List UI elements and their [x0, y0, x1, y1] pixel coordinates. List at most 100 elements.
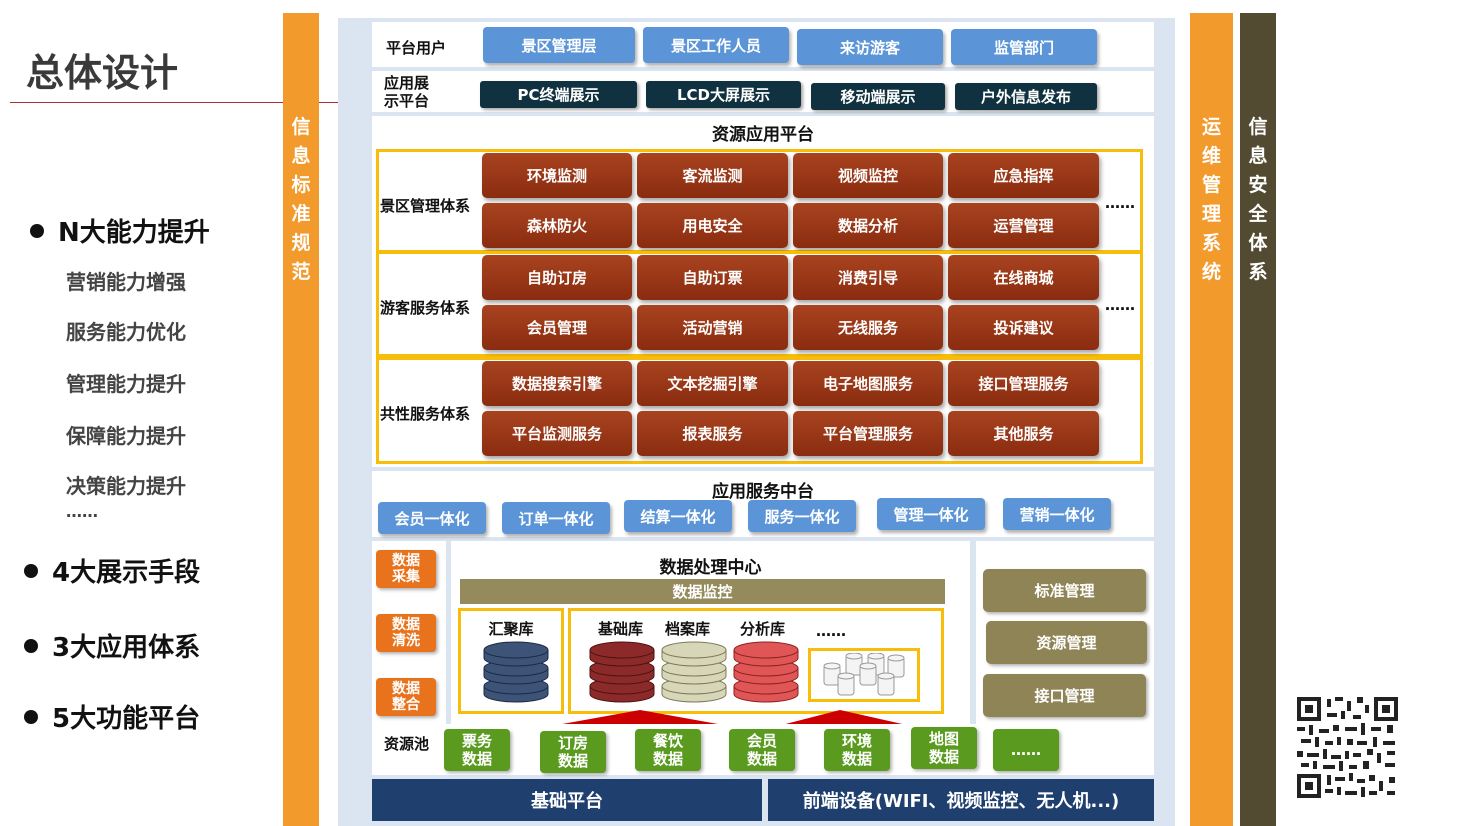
service-flow-monitor[interactable]: 客流监测	[637, 153, 788, 198]
interface-management[interactable]: 接口管理	[983, 674, 1146, 717]
service-wireless[interactable]: 无线服务	[793, 305, 943, 350]
display-mobile[interactable]: 移动端展示	[811, 83, 945, 110]
bar-char: 规	[291, 232, 311, 254]
sub-item: 决策能力提升	[66, 474, 186, 498]
library-label-basic: 基础库	[598, 620, 644, 638]
aggregate-library-box	[458, 608, 564, 714]
pool-line: 餐饮	[652, 732, 683, 750]
resource-management[interactable]: 资源管理	[986, 621, 1147, 664]
info-security-label: 信 息 安 全 体 系	[1240, 13, 1276, 287]
bullet-function-platform: 5大功能平台	[24, 698, 200, 735]
divider	[970, 541, 976, 724]
user-visitors[interactable]: 来访游客	[797, 29, 943, 65]
middle-service[interactable]: 服务一体化	[748, 500, 856, 532]
divider	[446, 541, 451, 724]
user-regulator[interactable]: 监管部门	[951, 29, 1097, 65]
pool-env-data[interactable]: 环境数据	[824, 729, 890, 771]
service-other[interactable]: 其他服务	[948, 411, 1099, 456]
service-data-search-engine[interactable]: 数据搜索引擎	[482, 361, 632, 406]
database-icon	[733, 641, 799, 703]
service-member-management[interactable]: 会员管理	[482, 305, 632, 350]
middle-management[interactable]: 管理一体化	[877, 498, 985, 530]
service-self-booking-room[interactable]: 自助订房	[482, 255, 632, 300]
middle-member[interactable]: 会员一体化	[378, 502, 486, 534]
bar-char: 系	[1248, 261, 1268, 283]
pool-line: 环境	[841, 732, 872, 750]
pool-line: 票务	[461, 732, 492, 750]
frontend-devices[interactable]: 前端设备(WIFI、视频监控、无人机...)	[768, 779, 1154, 821]
data-monitor-bar[interactable]: 数据监控	[460, 579, 945, 604]
service-consumption-guide[interactable]: 消费引导	[793, 255, 943, 300]
user-scenic-staff[interactable]: 景区工作人员	[643, 27, 789, 63]
pool-ticket-data[interactable]: 票务数据	[444, 729, 510, 771]
bullet-label: 3大应用体系	[52, 633, 201, 663]
service-interface-management[interactable]: 接口管理服务	[948, 361, 1099, 406]
bar-char: 息	[1248, 145, 1268, 167]
step-line: 数据	[392, 553, 420, 569]
aggregate-library-label: 汇聚库	[488, 620, 534, 638]
display-pc[interactable]: PC终端展示	[480, 81, 637, 108]
service-fire-prevention[interactable]: 森林防火	[482, 203, 632, 248]
pool-member-data[interactable]: 会员数据	[729, 729, 795, 771]
service-online-mall[interactable]: 在线商城	[948, 255, 1099, 300]
pool-line: 数据	[461, 750, 492, 768]
service-self-booking-ticket[interactable]: 自助订票	[637, 255, 788, 300]
pool-line: 会员	[746, 732, 777, 750]
service-text-mining-engine[interactable]: 文本挖掘引擎	[637, 361, 788, 406]
pool-more[interactable]: ……	[993, 729, 1059, 771]
step-clean[interactable]: 数据清洗	[376, 614, 436, 652]
display-lcd[interactable]: LCD大屏展示	[646, 81, 801, 108]
step-integrate[interactable]: 数据整合	[376, 678, 436, 716]
step-line: 清洗	[392, 633, 420, 649]
bar-char: 全	[1248, 203, 1268, 225]
service-operation-management[interactable]: 运营管理	[948, 203, 1099, 248]
pool-room-data[interactable]: 订房数据	[540, 731, 606, 773]
libraries-box	[568, 608, 944, 714]
base-platform[interactable]: 基础平台	[372, 779, 762, 821]
database-icon	[483, 641, 549, 703]
group-label: 景区管理体系	[380, 197, 471, 215]
middle-order[interactable]: 订单一体化	[502, 502, 610, 534]
service-platform-management[interactable]: 平台管理服务	[793, 411, 943, 456]
service-platform-monitor[interactable]: 平台监测服务	[482, 411, 632, 456]
server-cluster-box	[808, 648, 920, 702]
visitor-service-group	[376, 251, 1143, 357]
bar-char: 信	[291, 116, 311, 138]
pool-dining-data[interactable]: 餐饮数据	[635, 729, 701, 771]
service-video-surveillance[interactable]: 视频监控	[793, 153, 943, 198]
bar-char: 息	[291, 145, 311, 167]
user-scenic-management[interactable]: 景区管理层	[483, 27, 635, 63]
service-power-safety[interactable]: 用电安全	[637, 203, 788, 248]
bar-char: 理	[1201, 203, 1221, 225]
bullet-label: 5大功能平台	[52, 704, 201, 734]
sub-item: 营销能力增强	[66, 270, 186, 294]
display-outdoor[interactable]: 户外信息发布	[955, 83, 1097, 110]
service-emergency-command[interactable]: 应急指挥	[948, 153, 1099, 198]
service-e-map[interactable]: 电子地图服务	[793, 361, 943, 406]
bar-char: 统	[1201, 261, 1221, 283]
resource-app-title: 资源应用平台	[712, 125, 814, 145]
middle-marketing[interactable]: 营销一体化	[1003, 498, 1111, 530]
service-data-analysis[interactable]: 数据分析	[793, 203, 943, 248]
service-complaints[interactable]: 投诉建议	[948, 305, 1099, 350]
up-arrow-icon	[540, 710, 920, 728]
service-event-marketing[interactable]: 活动营销	[637, 305, 788, 350]
step-collect[interactable]: 数据采集	[376, 550, 436, 588]
bar-char: 准	[291, 203, 311, 225]
service-report[interactable]: 报表服务	[637, 411, 788, 456]
info-standard-label: 信 息 标 准 规 范	[283, 13, 319, 287]
group-label: 游客服务体系	[380, 299, 471, 317]
pool-map-data[interactable]: 地图数据	[911, 727, 977, 769]
sub-item: 管理能力提升	[66, 372, 186, 396]
step-line: 采集	[392, 569, 420, 585]
display-platform-label: 应用展示平台	[384, 74, 429, 110]
label-line: 应用展	[384, 74, 430, 92]
step-line: 数据	[392, 617, 420, 633]
bar-char: 管	[1201, 174, 1221, 196]
middle-settlement[interactable]: 结算一体化	[624, 500, 732, 532]
page-title: 总体设计	[26, 51, 179, 95]
standard-management[interactable]: 标准管理	[983, 569, 1146, 612]
service-env-monitor[interactable]: 环境监测	[482, 153, 632, 198]
bullet-dot	[24, 638, 38, 653]
pool-line: 数据	[652, 750, 683, 768]
